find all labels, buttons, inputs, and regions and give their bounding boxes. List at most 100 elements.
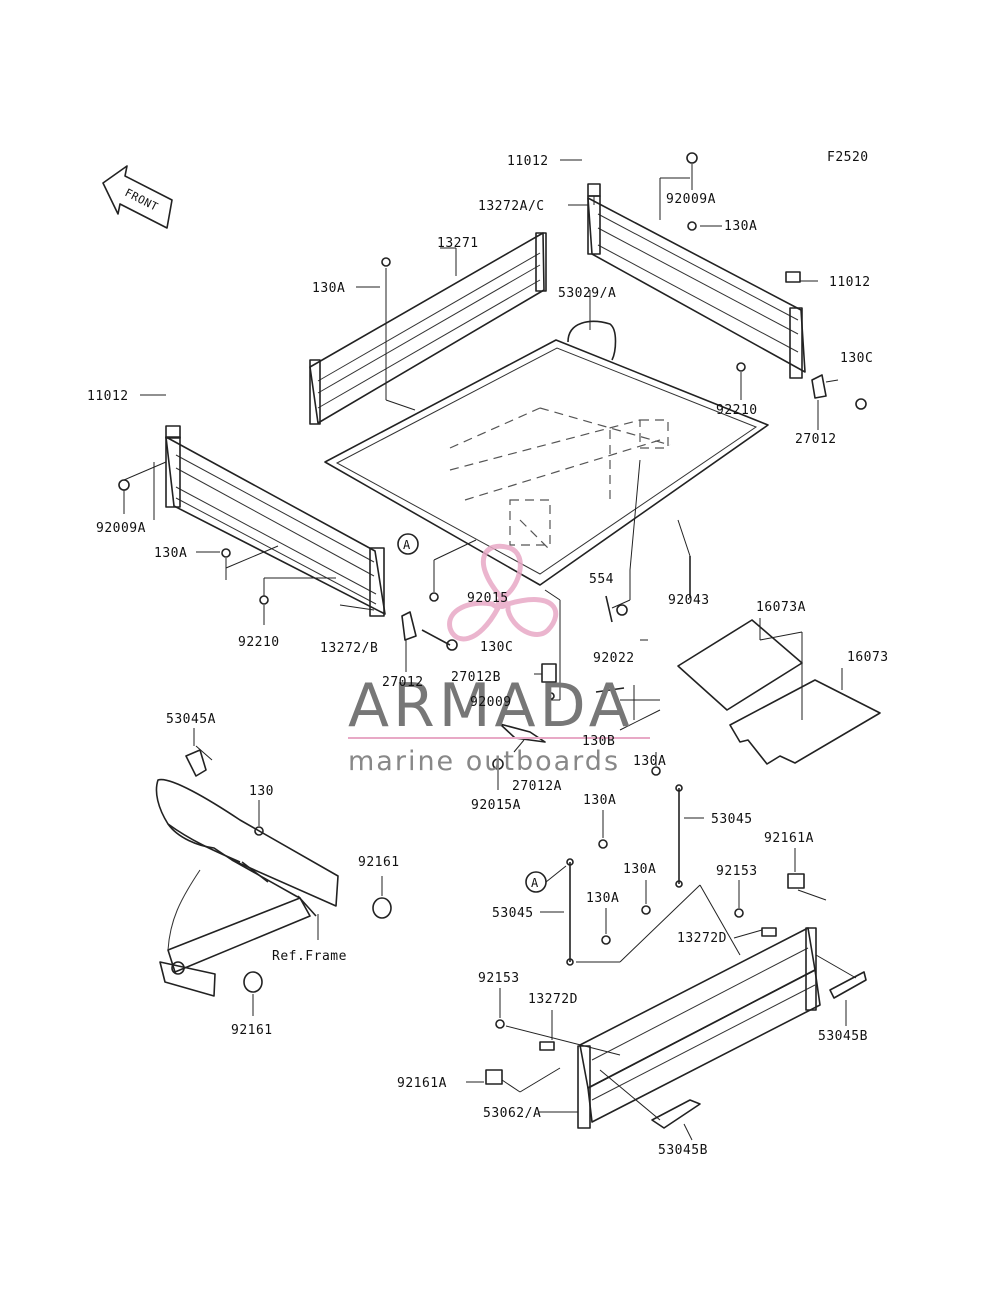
label-92161a-left: 92161A [397,1076,447,1091]
hidden-frame [449,407,671,551]
bolt-icon [641,905,651,915]
label-27012a: 27012A [512,779,562,794]
label-92009a-right: 92009A [666,192,716,207]
label-53029a: 53029/A [558,286,616,301]
label-92015a: 92015A [471,798,521,813]
nut-icon [492,758,504,770]
label-92210-left: 92210 [238,635,280,650]
label-53045-right: 53045 [711,812,753,827]
tailgate [539,927,867,1129]
label-13272d-left: 13272D [528,992,578,1007]
bolt-icon [547,692,555,700]
label-53045a: 53045A [166,712,216,727]
bracket-icon [499,723,546,743]
label-92153-left: 92153 [478,971,520,986]
leader-lines [123,159,857,1141]
label-130c-left: 130C [480,640,513,655]
label-27012-right: 27012 [795,432,837,447]
label-13271: 13271 [437,236,479,251]
label-130c-right: 130C [840,351,873,366]
label-92009a-left: 92009A [96,521,146,536]
nut-icon [259,595,269,605]
label-130a-tailgate-2: 130A [583,793,616,808]
label-16073: 16073 [847,650,889,665]
propeller-logo-icon [447,543,559,642]
label-130b: 130B [582,734,615,749]
label-13272d-right: 13272D [677,931,727,946]
latch-icon [185,749,207,777]
ref-marker-a-top: A [397,533,419,555]
label-53045-left: 53045 [492,906,534,921]
label-53045b-bottom: 53045B [658,1143,708,1158]
bed-floor [324,320,769,586]
bolt-icon [254,826,264,836]
bolt-icon [446,639,458,651]
armada-watermark: ARMADA marine outboards [348,543,650,777]
label-92022: 92022 [593,651,635,666]
label-554: 554 [589,572,614,587]
part-labels: F2520 11012 13272A/C 92009A 130A 13271 1… [87,150,889,1158]
label-11012-left: 11012 [87,389,129,404]
label-130a-right: 130A [724,219,757,234]
label-92161-upper: 92161 [358,855,400,870]
frame-assembly [155,749,392,997]
bracket-icon [541,663,557,683]
label-92009: 92009 [470,695,512,710]
front-arrow-icon: FRONT [102,165,173,229]
label-92153-right: 92153 [716,864,758,879]
label-92210-right: 92210 [716,403,758,418]
bolt-icon [734,908,744,918]
label-130a-tailgate-4: 130A [586,891,619,906]
label-130a-upper: 130A [312,281,345,296]
label-130a-tailgate-1: 130A [633,754,666,769]
front-panel [309,232,547,425]
pin-icon [421,629,451,646]
label-92161-lower: 92161 [231,1023,273,1038]
label-13272b: 13272/B [320,641,378,656]
watermark-tagline: marine outboards [348,746,620,777]
label-ref-frame: Ref.Frame [272,949,347,964]
bed-mats [677,619,881,765]
bolt-icon [855,398,867,410]
label-92015: 92015 [467,591,509,606]
bolt-icon [381,257,391,267]
bolt-icon [651,766,661,776]
label-92043: 92043 [668,593,710,608]
label-130-frame: 130 [249,784,274,799]
right-side-panel [587,183,806,379]
ref-marker-a-text: A [403,538,411,552]
bumper-icon [485,1069,503,1085]
bolt-icon [118,479,130,491]
cap-icon [587,183,601,197]
bolt-icon [598,839,608,849]
label-92161a-right: 92161A [764,831,814,846]
cap-icon [785,271,801,283]
label-130a-tailgate-3: 130A [623,862,656,877]
washer-icon [616,604,628,616]
nut-icon [429,592,439,602]
bolt-icon [221,548,231,558]
label-53062a: 53062/A [483,1106,541,1121]
clip-icon [605,595,613,623]
label-11012-right: 11012 [829,275,871,290]
label-16073a: 16073A [756,600,806,615]
label-11012-top: 11012 [507,154,549,169]
bolt-icon [686,152,698,164]
label-27012-left: 27012 [382,675,424,690]
label-27012b: 27012B [451,670,501,685]
bolt-icon [601,935,611,945]
bolt-icon [595,687,625,693]
cables [566,784,683,966]
label-13272ac: 13272A/C [478,199,545,214]
left-side-panel [165,425,386,617]
latch-icon [811,374,827,399]
bumper-icon [243,971,263,993]
bolt-icon [687,221,697,231]
latch-icon [651,1099,701,1129]
bumper-icon [372,897,392,919]
cap-icon [165,425,181,439]
label-130a-left: 130A [154,546,187,561]
ref-marker-a-text: A [531,876,539,890]
bolt-icon [495,1019,505,1029]
